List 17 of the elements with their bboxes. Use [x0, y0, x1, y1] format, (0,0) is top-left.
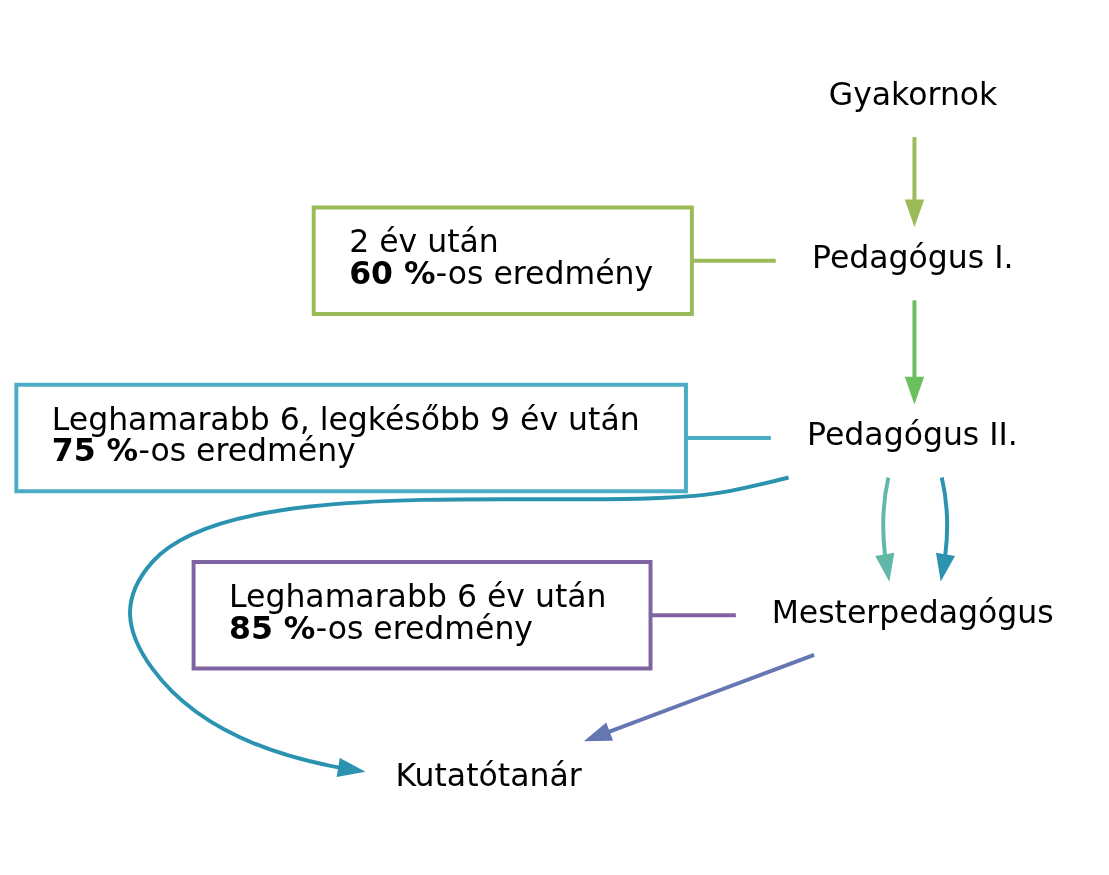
node-text: Pedagógus II.	[807, 415, 1018, 452]
arrow	[583, 652, 815, 741]
node-text: Pedagógus I.	[812, 238, 1014, 275]
arrow	[128, 475, 790, 777]
connector	[650, 612, 736, 617]
arrow	[904, 299, 925, 404]
arrow	[875, 476, 895, 582]
arrow	[904, 136, 925, 227]
node-text: Kutatótanár	[395, 756, 582, 793]
connector	[686, 435, 771, 440]
connector	[692, 258, 776, 263]
node-text: Gyakornok	[828, 75, 998, 112]
node-box: Leghamarabb 6, legkésőbb 9 év után 75 %-os eredmény	[14, 382, 688, 493]
node-box: 2 év után 60 %-os eredmény	[311, 205, 694, 316]
node-box: Leghamarabb 6 év után 85 %-os eredmény	[191, 559, 653, 670]
arrow	[935, 476, 956, 582]
node-text: Mesterpedagógus	[771, 593, 1054, 630]
